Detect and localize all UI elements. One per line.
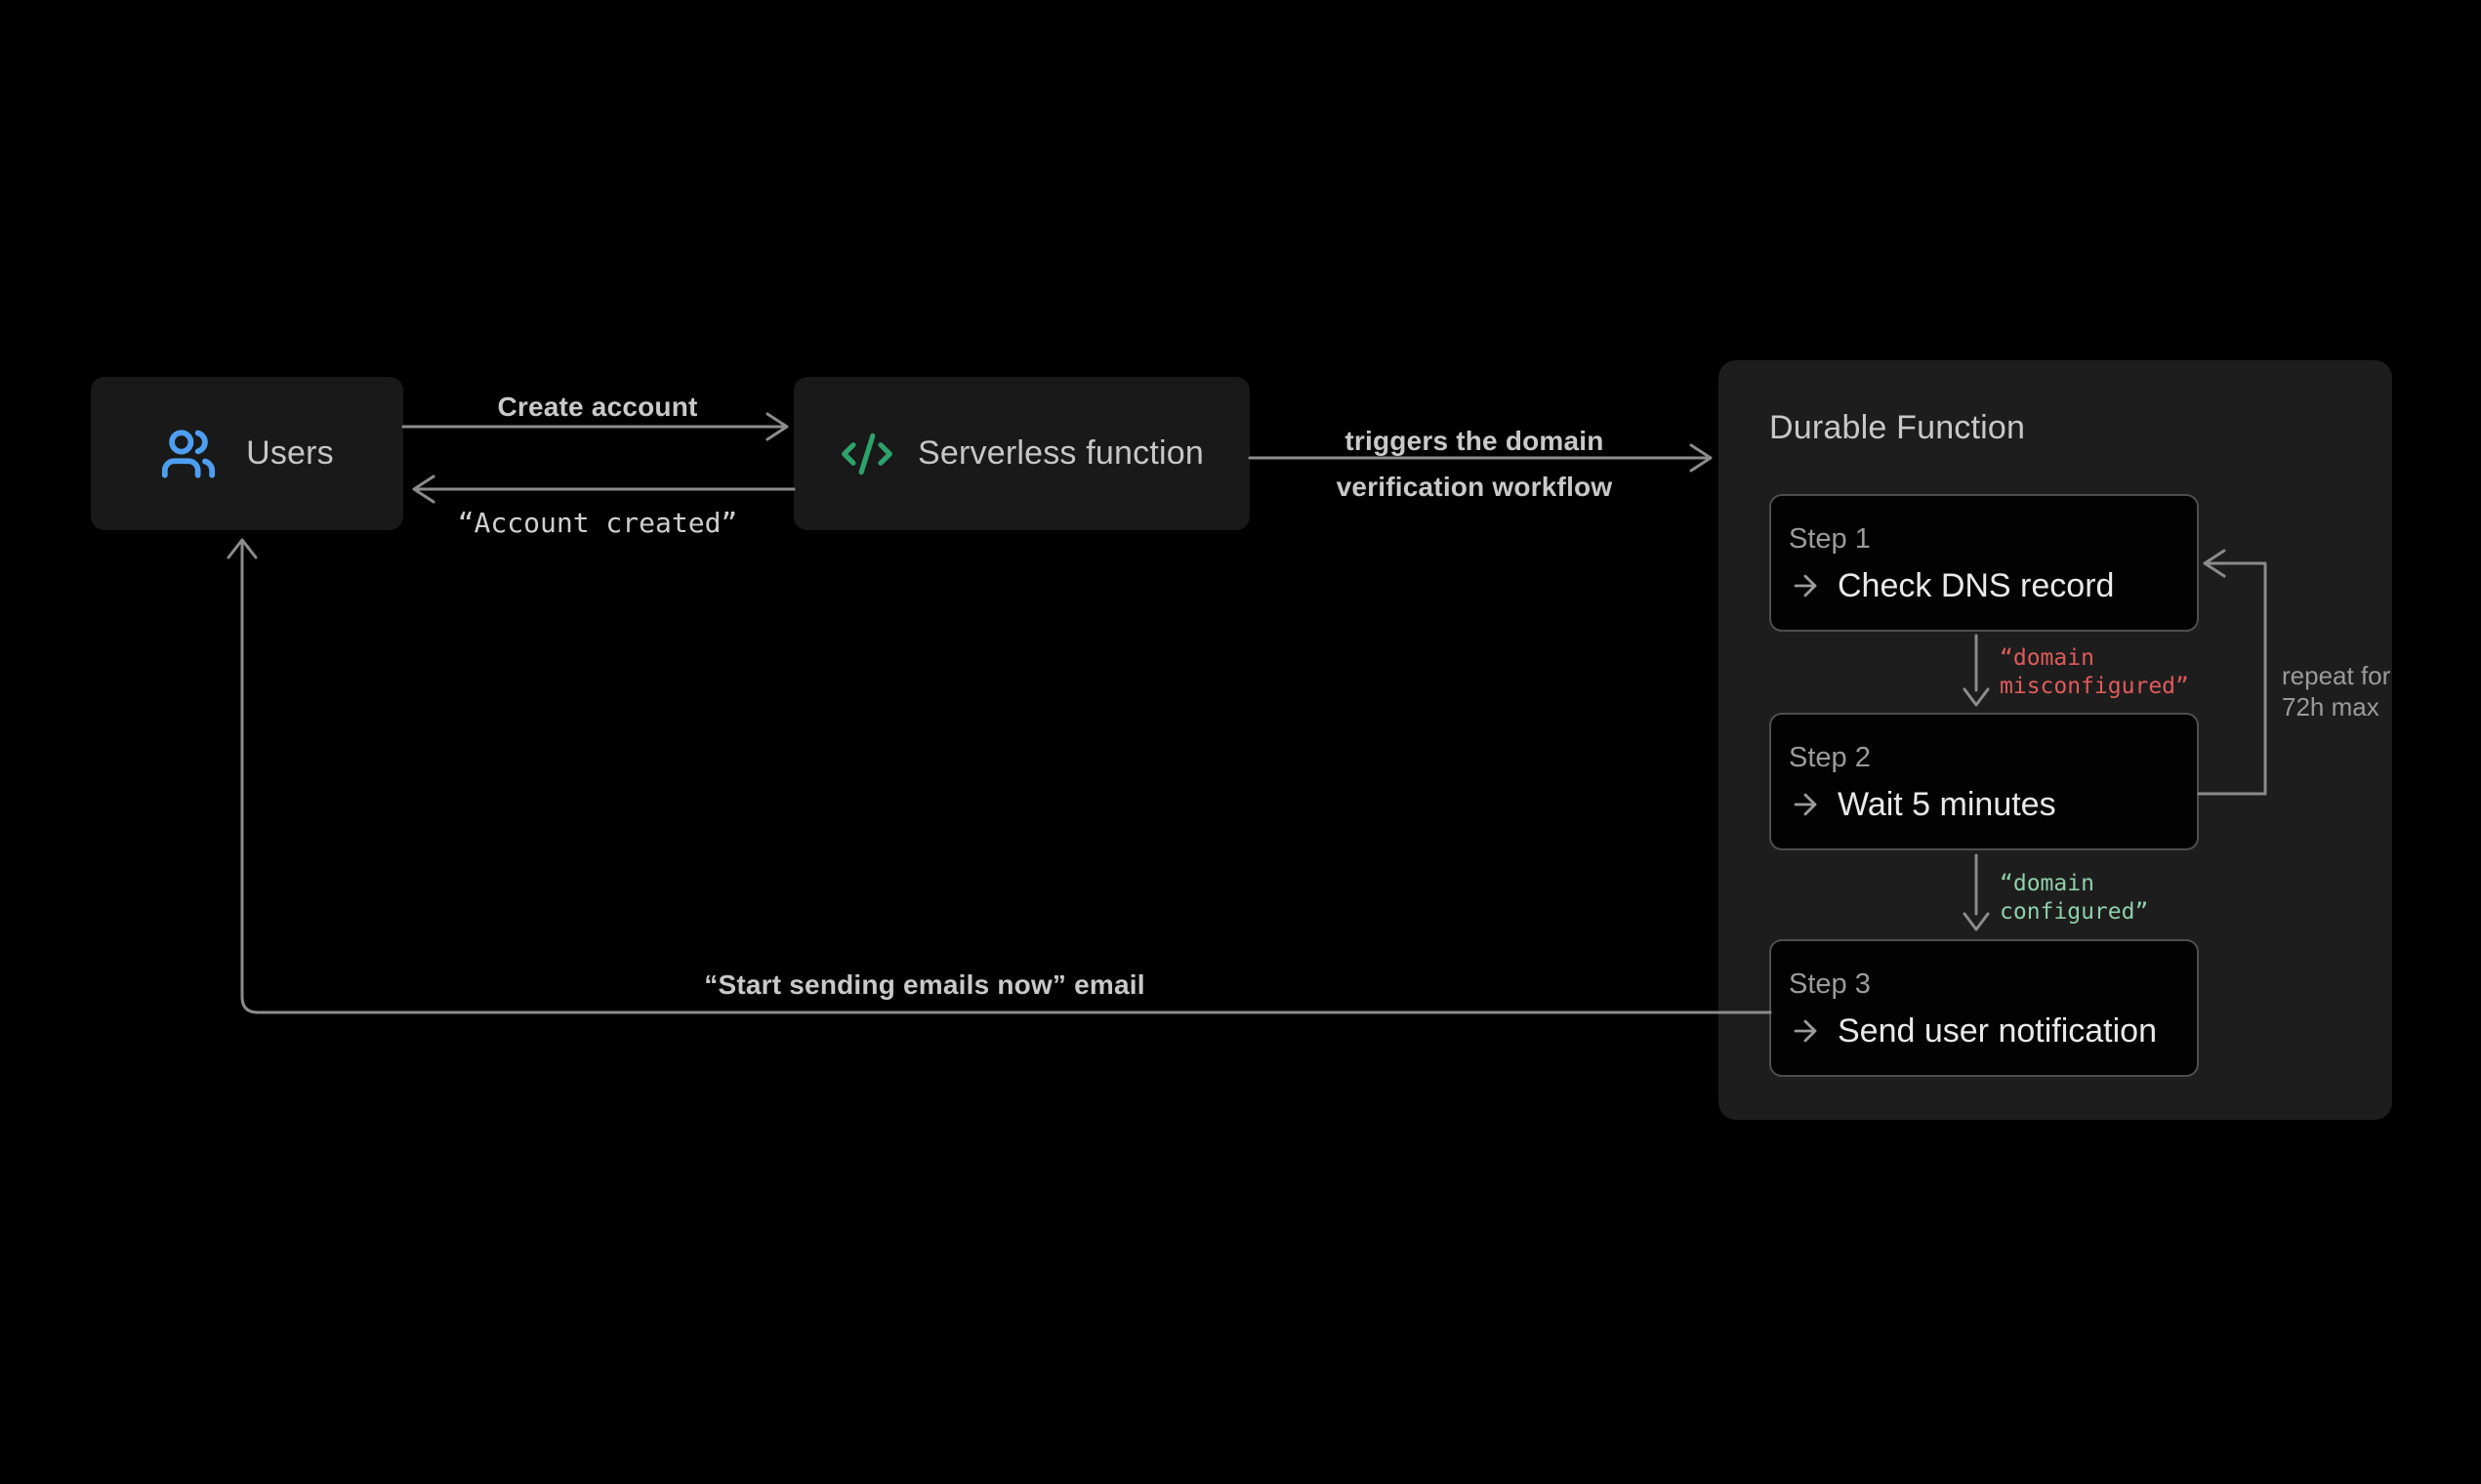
triggers-arrow: [1248, 443, 1713, 473]
users-node-label: Users: [246, 434, 334, 472]
step2-to-step3-arrow: [1963, 853, 1990, 931]
triggers-workflow-label: triggers the domain verification workflo…: [1336, 426, 1613, 502]
account-created-arrow: [412, 474, 796, 504]
step-3-action-text: Send user notification: [1838, 1012, 2157, 1050]
step-3-action: Send user notification: [1789, 1010, 2179, 1052]
step-1-box: Step 1 Check DNS record: [1769, 494, 2199, 632]
step-1-label: Step 1: [1789, 523, 1871, 555]
users-node: Users: [91, 377, 403, 530]
users-icon: [162, 429, 216, 478]
email-to-users-arrow: [227, 538, 1772, 1014]
domain-misconfigured-label: “domain misconfigured”: [2000, 645, 2189, 699]
start-sending-emails-label: “Start sending emails now” email: [704, 969, 1145, 1000]
step-2-action: Wait 5 minutes: [1789, 783, 2179, 826]
durable-function-title: Durable Function: [1769, 409, 2026, 446]
serverless-node-label: Serverless function: [918, 434, 1204, 472]
arrow-right-icon: [1794, 574, 1817, 598]
repeat-loop-arrow: [2197, 549, 2267, 796]
arrow-right-icon: [1794, 793, 1817, 816]
domain-configured-label: “domain configured”: [2000, 871, 2149, 925]
step-3-label: Step 3: [1789, 969, 1871, 1000]
step-2-box: Step 2 Wait 5 minutes: [1769, 713, 2199, 850]
step-2-action-text: Wait 5 minutes: [1838, 786, 2056, 823]
repeat-72h-label: repeat for 72h max: [2282, 661, 2391, 721]
step1-to-step2-arrow: [1963, 634, 1990, 707]
step-1-action-text: Check DNS record: [1838, 567, 2115, 604]
code-icon: [842, 433, 892, 474]
create-account-label: Create account: [497, 392, 698, 422]
arrow-right-icon: [1794, 1019, 1817, 1043]
durable-function-panel: Durable Function Step 1 Check DNS record…: [1718, 360, 2392, 1120]
account-created-label: “Account created”: [457, 507, 738, 539]
serverless-function-node: Serverless function: [794, 377, 1250, 530]
create-account-arrow: [401, 412, 789, 441]
step-2-label: Step 2: [1789, 742, 1871, 773]
step-3-box: Step 3 Send user notification: [1769, 939, 2199, 1077]
step-1-action: Check DNS record: [1789, 564, 2179, 607]
